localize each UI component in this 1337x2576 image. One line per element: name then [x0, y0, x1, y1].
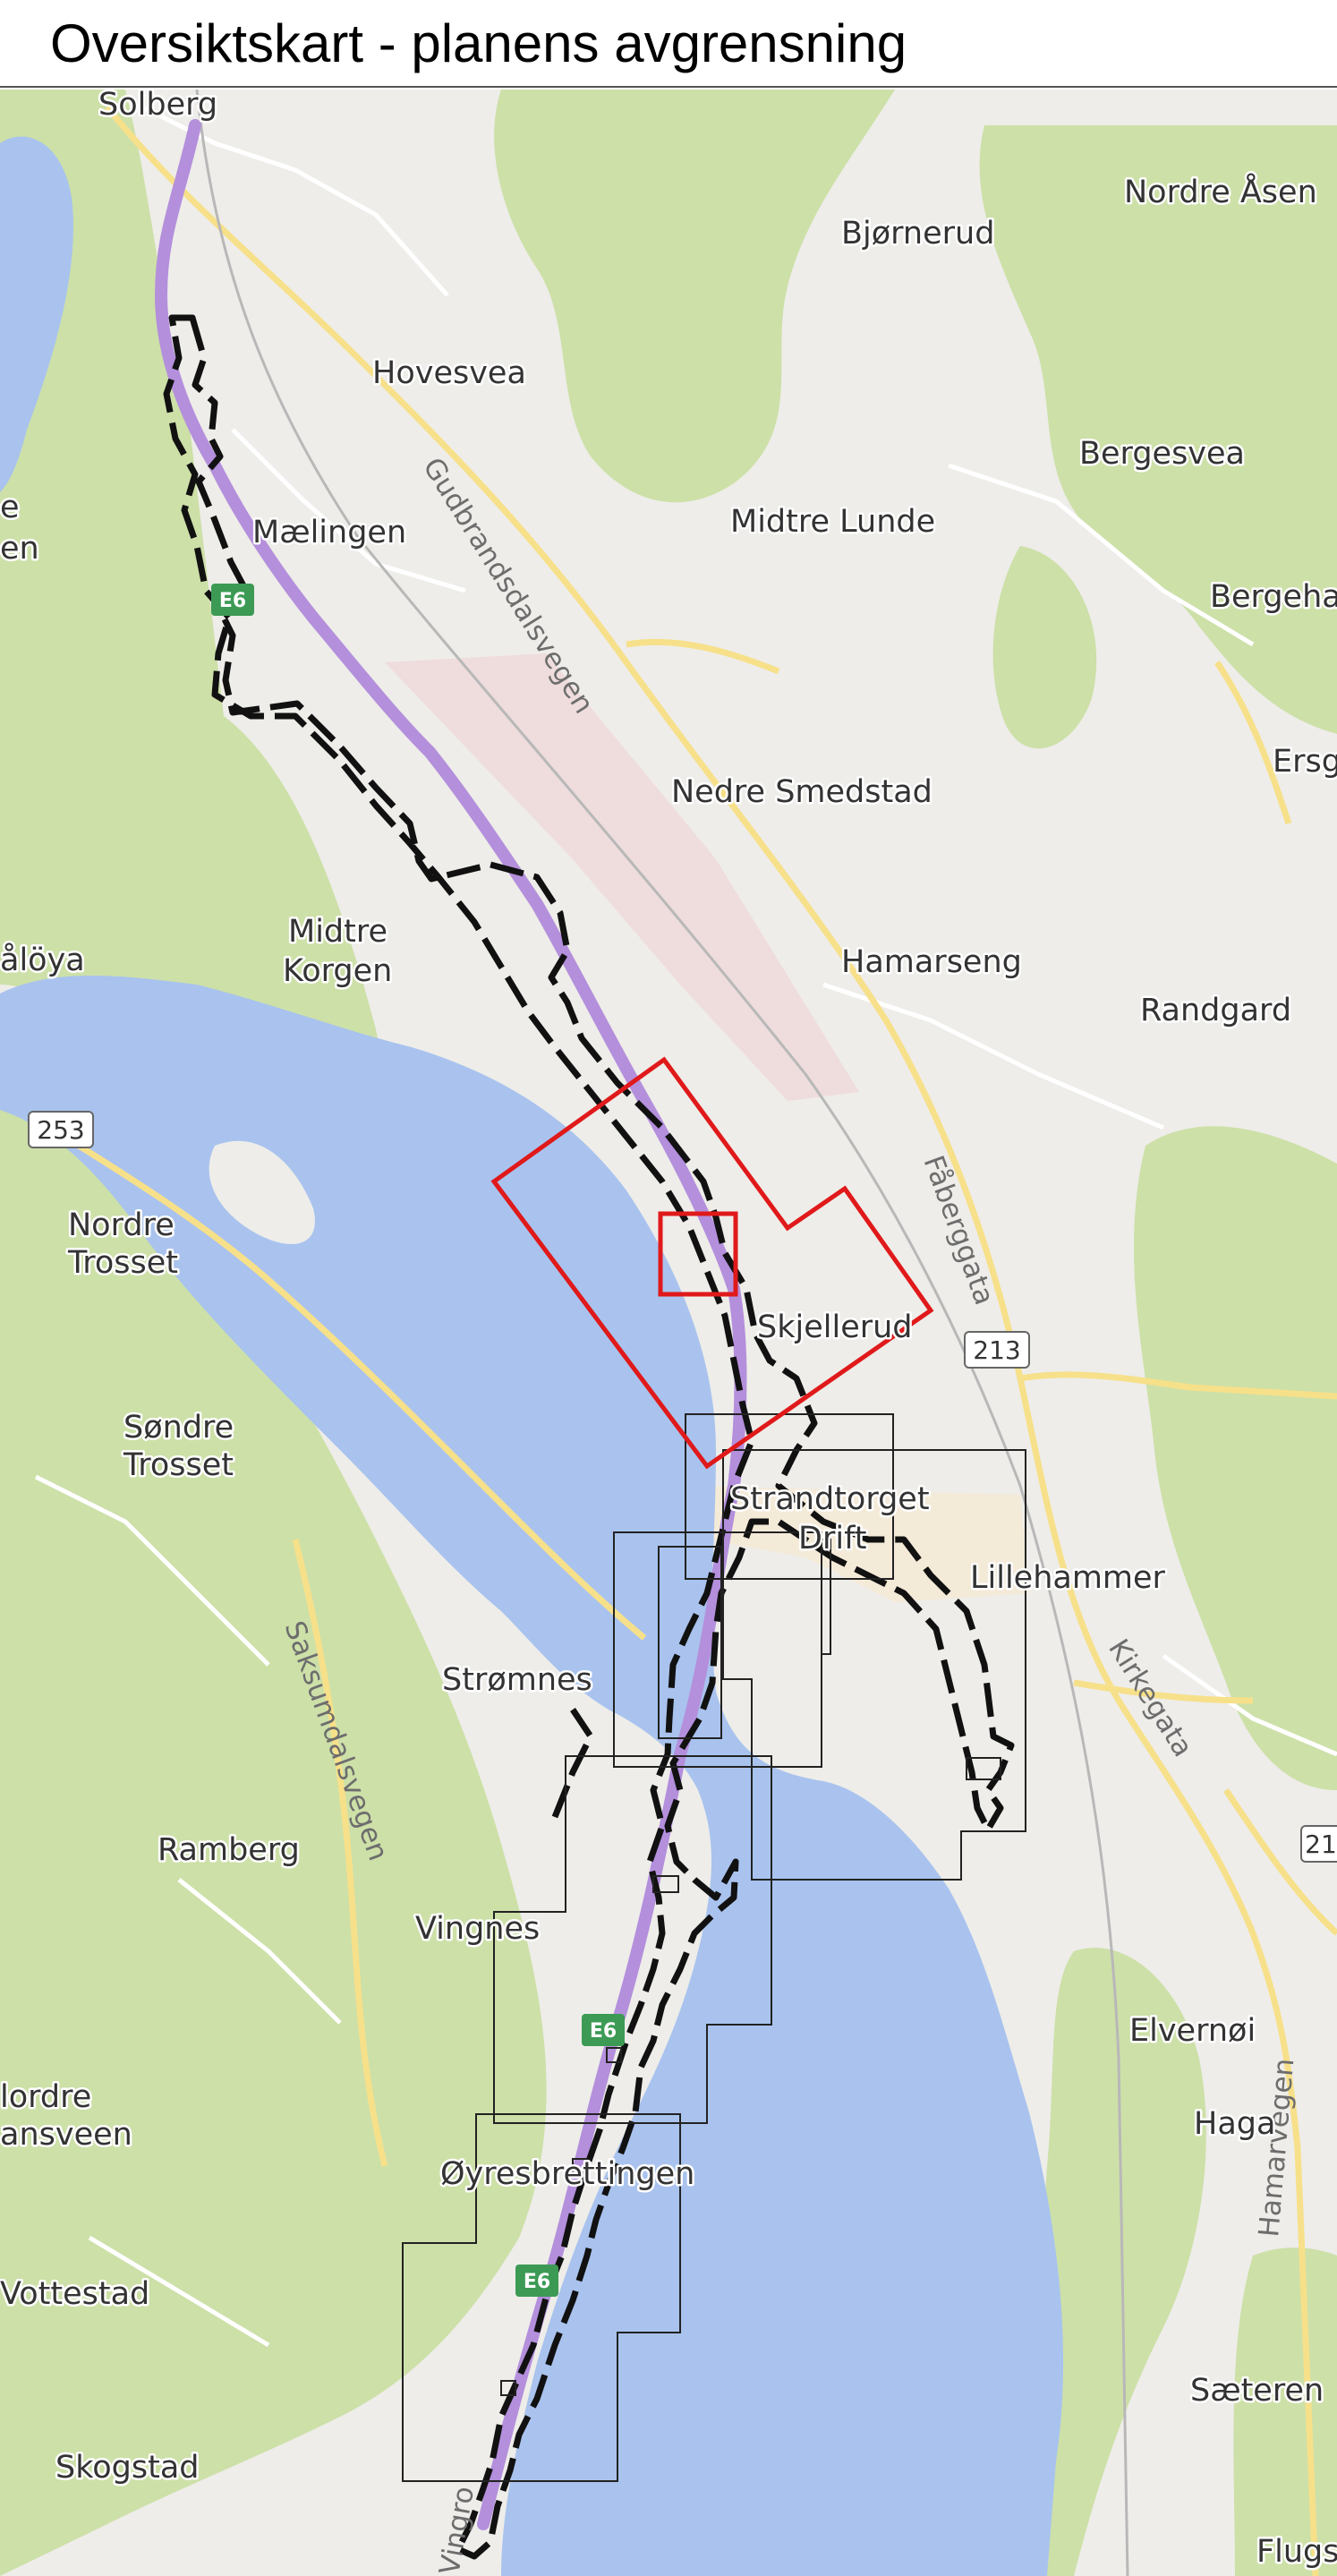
red-frames: [490, 1056, 934, 1470]
island: [209, 1140, 315, 1244]
shield-e6-3: E6: [524, 2271, 550, 2293]
place-label: Søndre: [123, 1410, 234, 1446]
place-label: Nordre Åsen: [1124, 172, 1317, 210]
place-label: Trosset: [123, 1447, 234, 1483]
place-label: Nordre: [68, 1207, 175, 1243]
place-label: Bergeha: [1210, 579, 1337, 615]
place-label: Trosset: [67, 1245, 178, 1281]
place-label: Strandtorget: [730, 1481, 930, 1517]
place-label: Skogstad: [55, 2450, 200, 2486]
place-label: Ramberg: [158, 1832, 300, 1868]
shield-253: 253: [37, 1115, 84, 1145]
map-title: Oversiktskart - planens avgrensning: [50, 13, 907, 73]
place-label: Bergesvea: [1079, 436, 1245, 472]
place-label: Vottestad: [0, 2276, 149, 2312]
place-label: e: [0, 490, 20, 525]
place-label: Flugs: [1256, 2534, 1337, 2570]
place-label: Solberg: [98, 90, 217, 123]
place-label: lordre: [0, 2079, 91, 2115]
place-labels: Solberg Nordre Åsen Bjørnerud Hovesvea B…: [0, 90, 1337, 2572]
place-label: ansveen: [0, 2117, 132, 2153]
place-label: Skjellerud: [757, 1309, 913, 1345]
place-label: Haga: [1194, 2106, 1275, 2142]
shield-213: 213: [973, 1335, 1020, 1365]
built-area: [698, 1486, 1029, 1602]
place-label: Lillehammer: [970, 1560, 1166, 1596]
place-label: ålöya: [0, 942, 85, 978]
road-network-main: [34, 105, 1337, 2576]
place-label: Drift: [798, 1521, 867, 1557]
place-label: Midtre Lunde: [730, 504, 935, 540]
place-label: Midtre: [288, 914, 387, 950]
shield-e6-2: E6: [590, 2020, 617, 2043]
route-e6: [154, 119, 747, 2530]
forest-areas: [0, 90, 1337, 2576]
water-bodies: [0, 136, 1064, 2576]
place-label: Strømnes: [442, 1662, 592, 1698]
map-sheet-frames: [402, 1413, 1026, 2482]
place-label: Nedre Smedstad: [671, 774, 932, 810]
place-label: Randgard: [1140, 993, 1291, 1028]
map-header: Oversiktskart - planens avgrensning: [0, 0, 1337, 88]
shield-e6-1: E6: [219, 590, 246, 612]
place-label: Korgen: [283, 953, 392, 989]
place-label: Sæteren: [1190, 2373, 1324, 2409]
shield-21: 21: [1305, 1830, 1337, 1859]
railway: [195, 90, 1129, 2576]
overview-map[interactable]: 253 213 21 E6 E6 E6 Gudbrandsdalsvegen F…: [0, 90, 1337, 2576]
place-label: en: [0, 531, 39, 567]
place-label: Hovesvea: [372, 355, 526, 391]
industrial-area: [385, 653, 859, 1101]
place-label: Ersg: [1273, 744, 1337, 780]
place-label: Vingnes: [415, 1911, 540, 1947]
road-shields: 253 213 21 E6 E6 E6: [28, 584, 1337, 2297]
place-label: Elvernøi: [1129, 2013, 1256, 2049]
place-label: Øyresbrettingen: [440, 2156, 694, 2192]
place-label: Mælingen: [252, 515, 406, 550]
place-label: Hamarseng: [841, 944, 1022, 980]
plan-boundary: [163, 314, 1015, 2560]
place-label: Bjørnerud: [841, 216, 994, 252]
